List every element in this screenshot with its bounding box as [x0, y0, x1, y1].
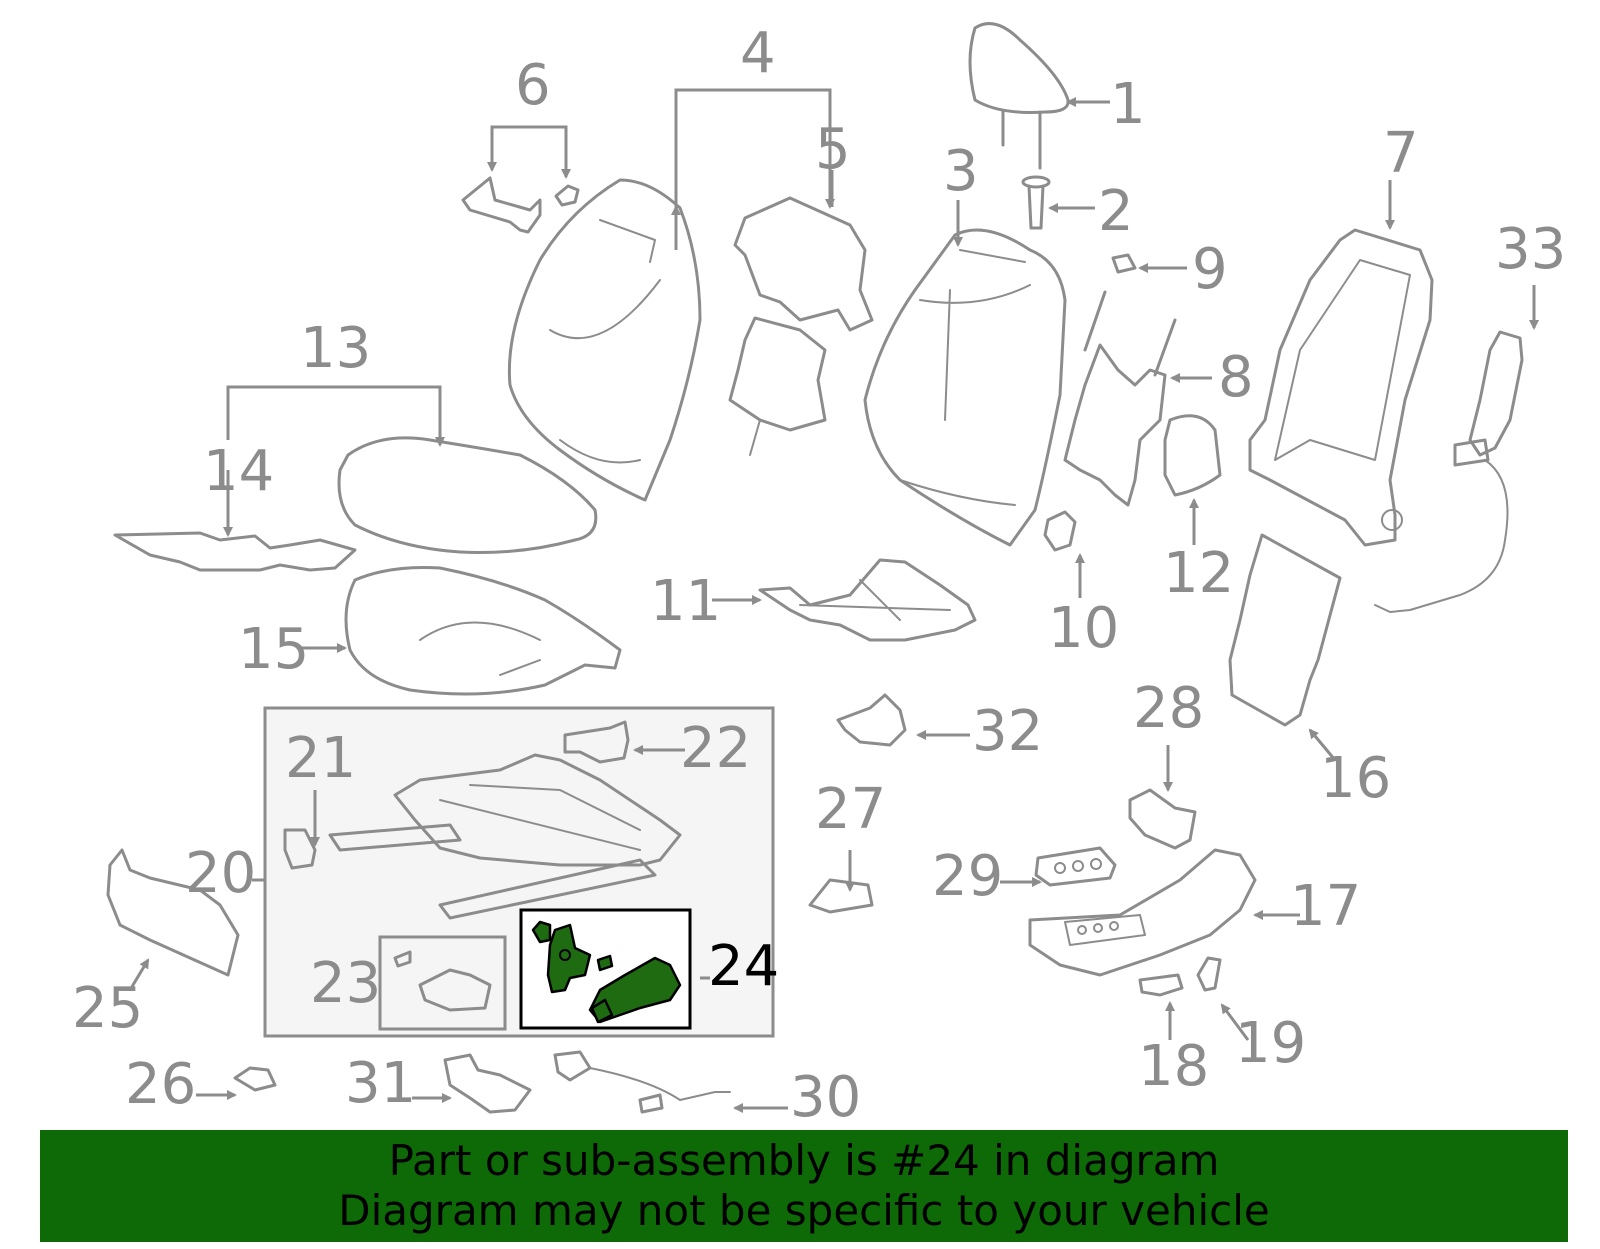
- part-18-knob[interactable]: [1138, 973, 1184, 997]
- callout-25: 25: [72, 976, 143, 1041]
- parts-diagram: 1 2 3 4 5 6 7 8 9 10 11 12 13 14 15 16 1…: [72, 21, 1566, 1130]
- callout-2: 2: [1098, 179, 1134, 244]
- part-28-switch[interactable]: [1128, 788, 1197, 850]
- part-25-trim[interactable]: [106, 848, 240, 977]
- part-24-highlighted[interactable]: [531, 920, 682, 1024]
- part-12-cover[interactable]: [1163, 414, 1222, 497]
- callout-32: 32: [972, 699, 1043, 764]
- part-30-harness[interactable]: [553, 1050, 731, 1114]
- callout-1: 1: [1110, 72, 1146, 137]
- part-1-headrest[interactable]: [968, 22, 1070, 170]
- callout-5: 5: [815, 117, 851, 182]
- callout-20: 20: [185, 841, 256, 906]
- banner-line-2: Diagram may not be specific to your vehi…: [338, 1186, 1270, 1235]
- callout-9: 9: [1192, 237, 1228, 302]
- part-3-seatback-cover[interactable]: [863, 228, 1067, 547]
- callout-29: 29: [932, 844, 1003, 909]
- part-5-heater-pad[interactable]: [728, 196, 874, 456]
- callout-7: 7: [1383, 121, 1419, 186]
- callout-14: 14: [203, 439, 274, 504]
- callout-17: 17: [1290, 874, 1361, 939]
- callout-23: 23: [310, 951, 381, 1016]
- part-10-clip[interactable]: [1043, 510, 1077, 552]
- callout-11: 11: [650, 569, 721, 634]
- callout-13: 13: [300, 316, 371, 381]
- part-11-cushion-frame[interactable]: [758, 558, 977, 642]
- part-22-connector[interactable]: [563, 720, 630, 764]
- part-13-cushion-cover[interactable]: [337, 436, 598, 554]
- part-16-back-board[interactable]: [1228, 533, 1342, 727]
- callout-27: 27: [815, 777, 886, 842]
- callout-24: 24: [708, 934, 779, 999]
- callout-26: 26: [125, 1052, 196, 1117]
- callout-8: 8: [1218, 345, 1254, 410]
- part-19-knob[interactable]: [1196, 956, 1222, 992]
- part-15-cushion-pad[interactable]: [344, 566, 622, 696]
- part-2-headrest-guide[interactable]: [1021, 175, 1051, 230]
- part-14-cushion-heater[interactable]: [113, 531, 357, 572]
- part-9-clip[interactable]: [1111, 253, 1137, 274]
- part-23-assembly[interactable]: [393, 950, 492, 1012]
- part-8-lumbar-support[interactable]: [1063, 290, 1177, 507]
- part-32-bracket[interactable]: [836, 693, 907, 747]
- callout-16: 16: [1320, 746, 1391, 811]
- banner-line-1: Part or sub-assembly is #24 in diagram: [388, 1136, 1220, 1185]
- part-27-bracket[interactable]: [808, 878, 874, 914]
- part-20-seat-track[interactable]: [328, 753, 682, 920]
- sub-group-box-23: [378, 935, 507, 1031]
- part-17-side-shield[interactable]: [1028, 848, 1257, 977]
- callout-6: 6: [515, 53, 551, 118]
- callout-33: 33: [1495, 217, 1566, 282]
- callout-15: 15: [238, 617, 309, 682]
- callout-30: 30: [790, 1065, 861, 1130]
- callout-19: 19: [1235, 1011, 1306, 1076]
- callout-10: 10: [1048, 596, 1119, 661]
- info-banner: Part or sub-assembly is #24 in diagram D…: [40, 1130, 1568, 1242]
- callout-22: 22: [680, 716, 751, 781]
- part-31-bracket[interactable]: [443, 1053, 532, 1114]
- part-29-switch-panel[interactable]: [1034, 846, 1117, 887]
- callout-12: 12: [1163, 541, 1234, 606]
- part-33-side-airbag[interactable]: [1374, 330, 1524, 613]
- callout-28: 28: [1133, 676, 1204, 741]
- part-21-bracket[interactable]: [283, 828, 317, 870]
- callout-3: 3: [943, 139, 979, 204]
- leader-lines: [128, 88, 1539, 1113]
- callout-18: 18: [1138, 1034, 1209, 1099]
- callout-31: 31: [345, 1051, 416, 1116]
- callout-21: 21: [285, 726, 356, 791]
- part-26-clip[interactable]: [233, 1066, 277, 1092]
- part-7-seatback-frame[interactable]: [1248, 228, 1434, 547]
- part-6-brackets[interactable]: [461, 176, 580, 234]
- callout-4: 4: [740, 21, 776, 86]
- part-4-seatback-assembly[interactable]: [507, 178, 702, 502]
- callout-labels: 1 2 3 4 5 6 7 8 9 10 11 12 13 14 15 16 1…: [72, 21, 1566, 1130]
